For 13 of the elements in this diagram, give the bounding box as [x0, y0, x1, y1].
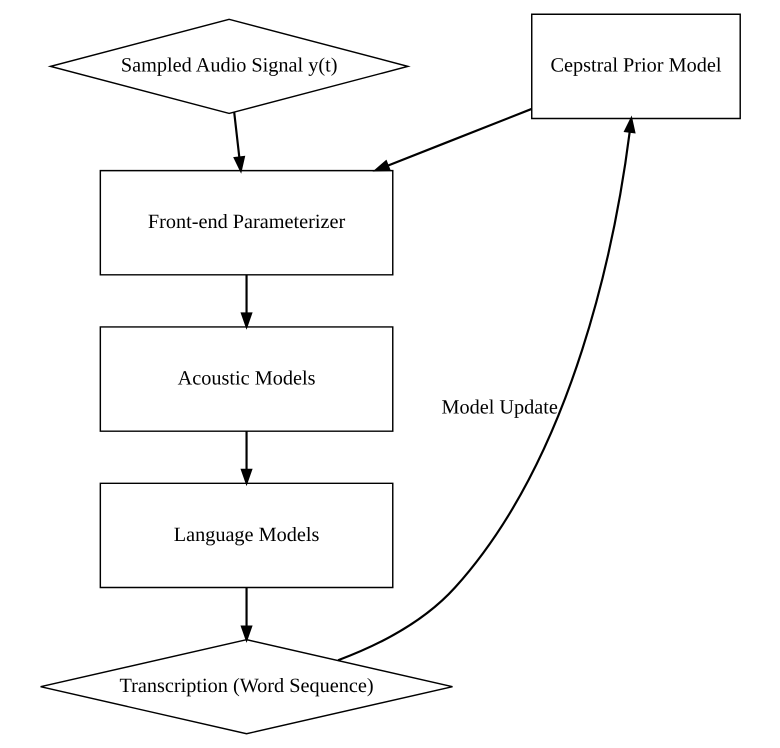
arrow: [232, 112, 245, 174]
arrow: [240, 588, 252, 643]
node-box: Cepstral Prior Model: [530, 14, 740, 120]
arrow: [372, 108, 532, 172]
edge-label: Model Update: [440, 396, 558, 419]
node-diamond: Transcription (Word Sequence): [39, 638, 453, 734]
node-diamond: Sampled Audio Signal y(t): [47, 18, 410, 114]
arrow: [240, 274, 252, 330]
node-box: Acoustic Models: [99, 326, 393, 432]
arrow: [240, 431, 252, 486]
node-box: Language Models: [99, 482, 393, 588]
node-box: Front-end Parameterizer: [99, 170, 393, 276]
arrow: [337, 115, 636, 662]
